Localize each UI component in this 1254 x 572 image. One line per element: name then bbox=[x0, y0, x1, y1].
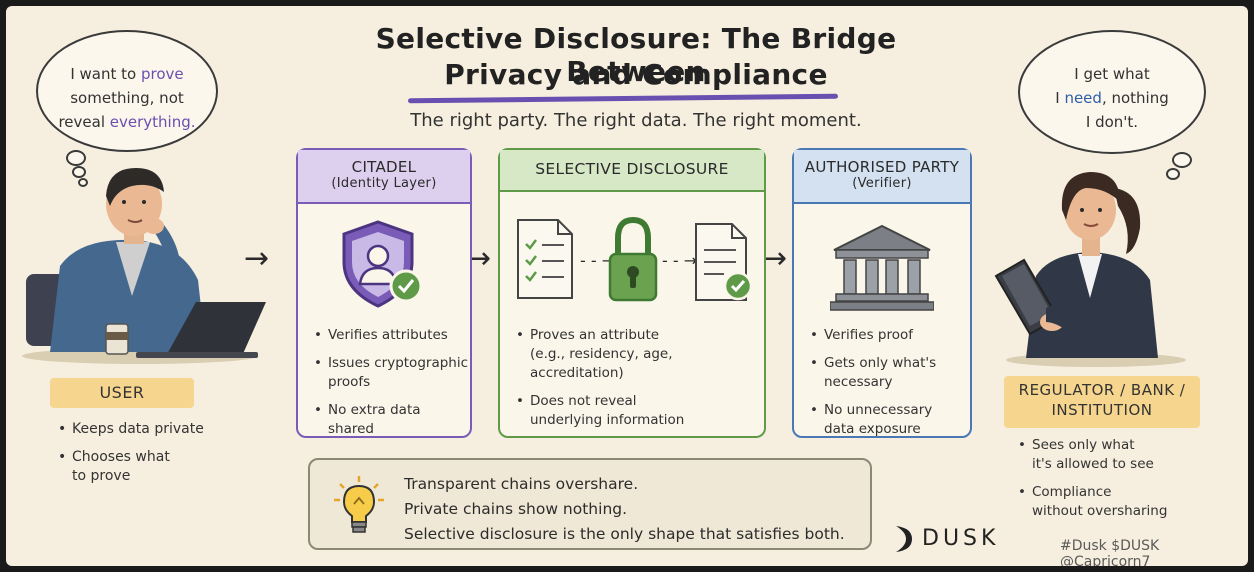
selective-disclosure-header: SELECTIVE DISCLOSURE bbox=[500, 150, 764, 192]
thought-dot bbox=[66, 150, 86, 166]
bullet-text: Does not reveal bbox=[530, 393, 637, 409]
user-illustration bbox=[22, 168, 266, 364]
bullet-text: Sees only what bbox=[1032, 437, 1135, 453]
dusk-brand-name: DUSK bbox=[922, 526, 1000, 551]
citadel-bullets: Verifies attributes Issues cryptographic… bbox=[312, 326, 468, 448]
title-line-2: Privacy and Compliance bbox=[444, 58, 828, 91]
thought-dot bbox=[78, 178, 88, 187]
infographic-canvas: Selective Disclosure: The Bridge Between… bbox=[6, 6, 1248, 566]
dashed-arrow-icon: - - → bbox=[580, 251, 616, 270]
title-line-1: Selective Disclosure: The Bridge Between bbox=[375, 22, 897, 88]
authorised-party-subtitle: (Verifier) bbox=[852, 176, 912, 191]
bullet-text: to prove bbox=[72, 468, 131, 484]
regulator-bubble-text-2c: , nothing bbox=[1101, 89, 1169, 107]
regulator-tag-line-2: INSTITUTION bbox=[1051, 401, 1153, 419]
authorised-party-header: AUTHORISED PARTY (Verifier) bbox=[794, 150, 970, 204]
thought-dot bbox=[1166, 168, 1180, 180]
bullet-text: Issues cryptographic bbox=[328, 355, 469, 371]
list-item: Verifies attributes bbox=[312, 326, 468, 345]
user-bubble-text-2: something, not bbox=[70, 89, 184, 107]
citadel-subtitle: (Identity Layer) bbox=[331, 176, 437, 191]
regulator-bubble-text-1: I get what bbox=[1074, 65, 1150, 83]
note-line-3: Selective disclosure is the only shape t… bbox=[404, 525, 845, 543]
checklist-document-icon bbox=[517, 219, 573, 299]
watermark: #Dusk $DUSK @Capricorn7 bbox=[1060, 538, 1160, 566]
citadel-header: CITADEL (Identity Layer) bbox=[298, 150, 470, 204]
list-item: No extra data shared bbox=[312, 401, 468, 439]
list-item: Verifies proof bbox=[808, 326, 968, 345]
citadel-title: CITADEL bbox=[351, 158, 417, 176]
authorised-party-title: AUTHORISED PARTY bbox=[804, 158, 960, 176]
regulator-bullets: Sees only what it's allowed to see Compli… bbox=[1016, 436, 1216, 530]
regulator-tag: REGULATOR / BANK / INSTITUTION bbox=[1004, 376, 1200, 428]
regulator-tag-line-1: REGULATOR / BANK / bbox=[1018, 381, 1186, 399]
arrow-right-icon: → bbox=[244, 241, 270, 276]
list-item: Keeps data private bbox=[56, 420, 256, 439]
user-bubble-text-3a: reveal bbox=[58, 113, 110, 131]
arrow-right-icon: → bbox=[762, 241, 788, 276]
user-tag-label: USER bbox=[99, 383, 145, 402]
list-item: Gets only what's necessary bbox=[808, 354, 968, 392]
bullet-text: (e.g., residency, age, accreditation) bbox=[530, 346, 673, 381]
list-item: Chooses what to prove bbox=[56, 448, 256, 486]
regulator-illustration bbox=[994, 172, 1186, 367]
selective-disclosure-panel: SELECTIVE DISCLOSURE - - → - - → bbox=[498, 148, 766, 438]
tagline: The right party. The right data. The rig… bbox=[410, 110, 862, 131]
bank-building-icon bbox=[830, 224, 934, 311]
user-bullets: Keeps data private Chooses what to prove bbox=[56, 420, 256, 495]
user-bubble-text-1a: I want to bbox=[70, 65, 141, 83]
dashed-arrow-icon: - - → bbox=[662, 251, 698, 270]
user-thought-bubble: I want to prove something, not reveal ev… bbox=[36, 30, 218, 152]
bullet-text: Chooses what bbox=[72, 449, 170, 465]
note-line-1: Transparent chains overshare. bbox=[404, 475, 639, 493]
bullet-text: underlying information bbox=[530, 412, 685, 428]
padlock-icon bbox=[608, 216, 658, 302]
bullet-text: it's allowed to see bbox=[1032, 456, 1154, 472]
bullet-text: Proves an attribute bbox=[530, 327, 660, 343]
regulator-bubble-text-2a: I bbox=[1055, 89, 1065, 107]
bullet-text: Compliance bbox=[1032, 484, 1112, 500]
list-item: Compliance without oversharing bbox=[1016, 483, 1216, 521]
selective-disclosure-title: SELECTIVE DISCLOSURE bbox=[535, 160, 729, 178]
verified-document-icon bbox=[695, 223, 753, 301]
authorised-party-panel: AUTHORISED PARTY (Verifier) Verifies pro… bbox=[792, 148, 972, 438]
bullet-text: data exposure bbox=[824, 421, 921, 437]
note-line-2: Private chains show nothing. bbox=[404, 500, 628, 518]
selective-disclosure-bullets: Proves an attribute (e.g., residency, age… bbox=[514, 326, 760, 439]
regulator-thought-bubble: I get what I need, nothing I don't. bbox=[1018, 30, 1206, 154]
thought-dot bbox=[1172, 152, 1192, 168]
list-item: Issues cryptographic proofs bbox=[312, 354, 468, 392]
user-tag: USER bbox=[50, 378, 194, 408]
list-item: No unnecessary data exposure bbox=[808, 401, 968, 439]
user-bubble-everything: everything. bbox=[109, 113, 196, 131]
bullet-text: No unnecessary bbox=[824, 402, 933, 418]
bullet-text: without oversharing bbox=[1032, 503, 1168, 519]
bullet-text: No extra data shared bbox=[328, 402, 421, 437]
bullet-text: necessary bbox=[824, 374, 893, 390]
authorised-party-bullets: Verifies proof Gets only what's necessary… bbox=[808, 326, 968, 448]
citadel-panel: CITADEL (Identity Layer) Verifies attrib… bbox=[296, 148, 472, 438]
shield-user-icon bbox=[342, 220, 423, 308]
dusk-brand: DUSK bbox=[922, 526, 999, 551]
dusk-logo-icon bbox=[896, 526, 912, 552]
user-bubble-prove: prove bbox=[140, 65, 184, 83]
title-underline bbox=[407, 93, 839, 104]
regulator-bubble-text-3: I don't. bbox=[1085, 113, 1139, 131]
list-item: Sees only what it's allowed to see bbox=[1016, 436, 1216, 474]
bullet-text: Keeps data private bbox=[72, 421, 204, 437]
bullet-text: Verifies attributes bbox=[328, 327, 448, 343]
bullet-text: Verifies proof bbox=[824, 327, 914, 343]
regulator-bubble-need: need bbox=[1064, 89, 1102, 107]
bullet-text: Gets only what's bbox=[824, 355, 937, 371]
bullet-text: proofs bbox=[328, 374, 371, 390]
key-insight-note: Transparent chains overshare. Private ch… bbox=[308, 458, 872, 550]
thought-dot bbox=[72, 166, 86, 178]
list-item: Does not reveal underlying information bbox=[514, 392, 760, 430]
lightbulb-icon bbox=[334, 476, 384, 533]
list-item: Proves an attribute (e.g., residency, age… bbox=[514, 326, 760, 383]
